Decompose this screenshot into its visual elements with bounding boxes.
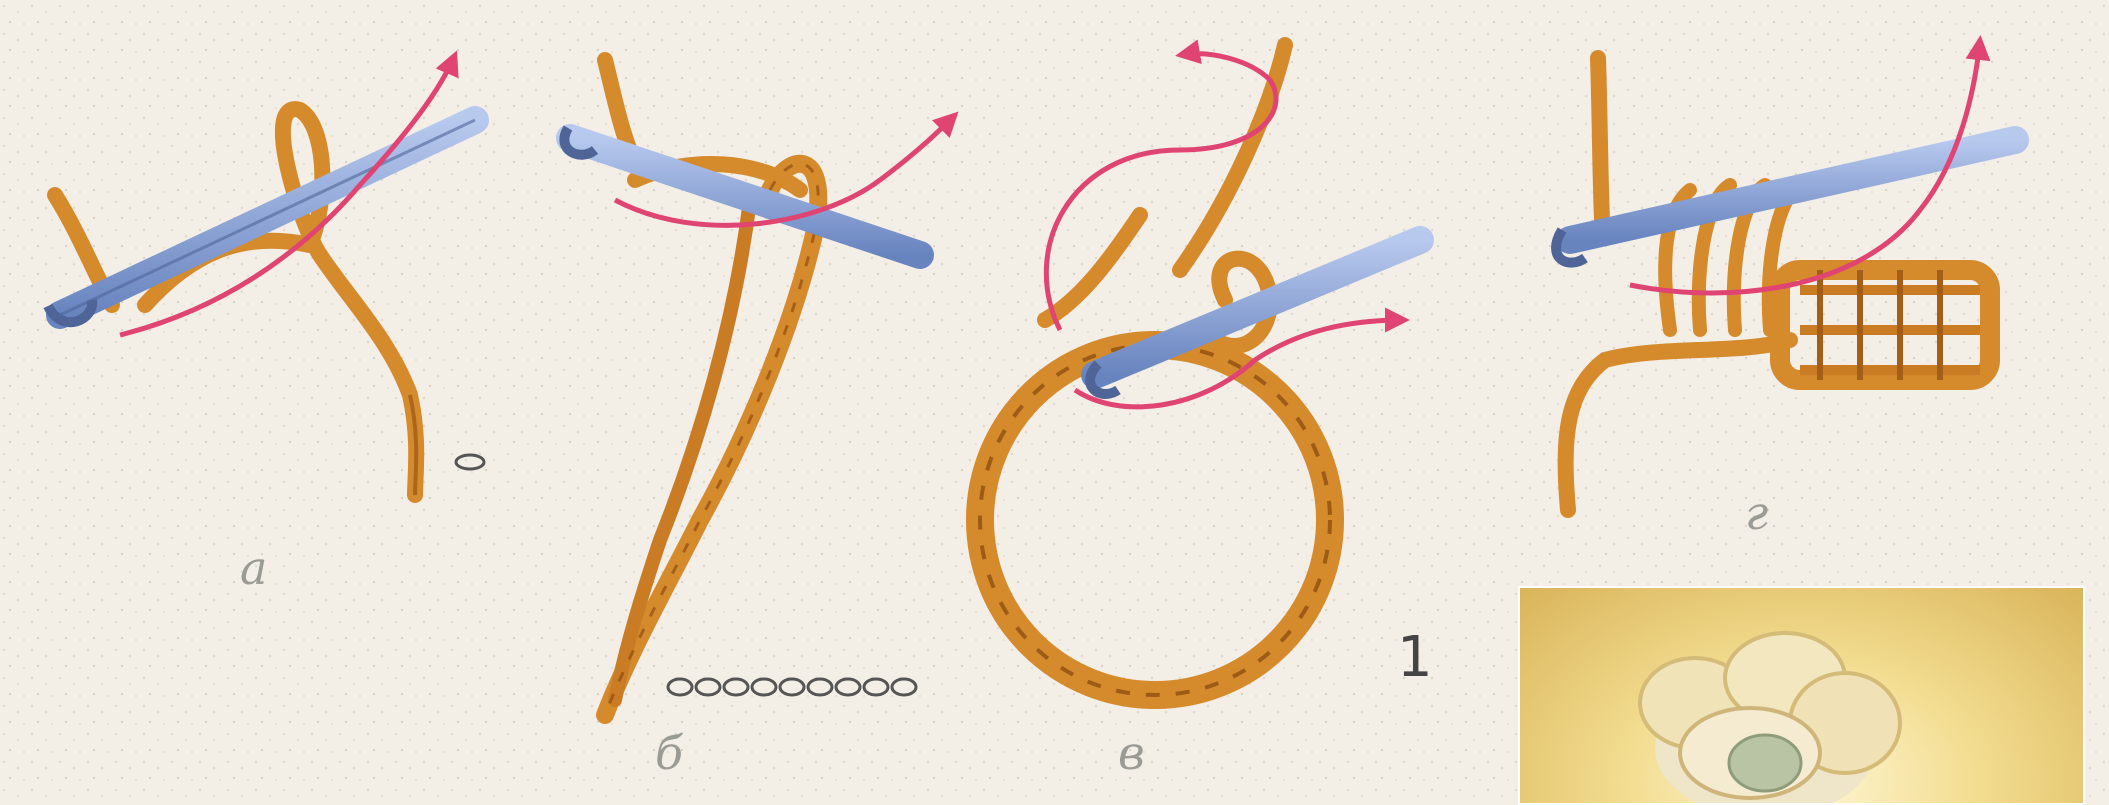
step-v-label: в [1118, 730, 1145, 776]
yarn-strand-icon [1598, 58, 1602, 220]
crochet-flower-photo [1518, 586, 2085, 805]
figure-number: 1 [1397, 625, 1433, 690]
step-b-label: б [655, 730, 683, 776]
step-a-label: а [240, 545, 267, 591]
step-g-label: г [1745, 490, 1768, 536]
crochet-flower-icon [1520, 588, 2083, 803]
